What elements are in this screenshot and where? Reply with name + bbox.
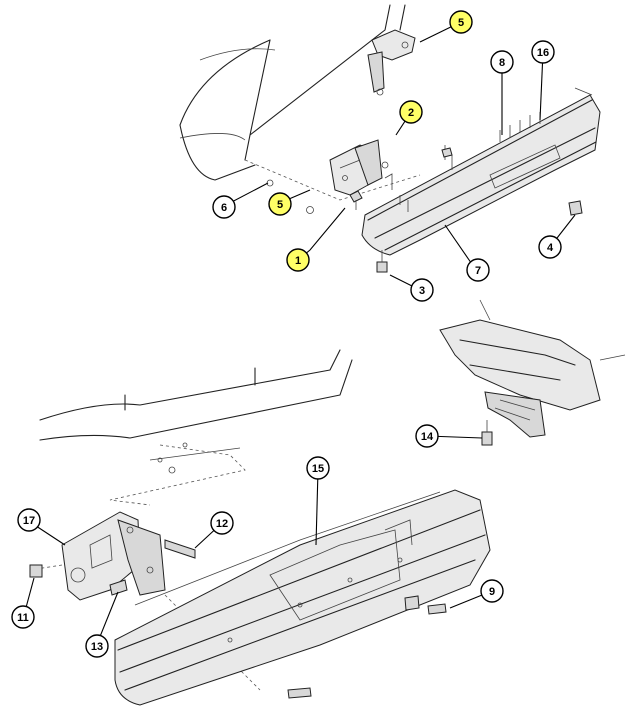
callout-15: 15 <box>306 456 330 480</box>
top-vehicle-body-outline <box>179 4 421 201</box>
bottom-vehicle-body-outline <box>39 349 353 506</box>
callout-11: 11 <box>11 605 35 629</box>
callout-label: 16 <box>537 47 549 59</box>
callout-circle <box>449 10 473 34</box>
top-side-bracket <box>266 139 389 214</box>
frame-rail-detail <box>439 299 626 446</box>
callout-3: 3 <box>410 278 434 302</box>
callout-circle <box>212 195 236 219</box>
callout-17: 17 <box>17 508 41 532</box>
callout-label: 4 <box>547 242 554 254</box>
bottom-left-bracket <box>29 511 261 691</box>
callout-label: 13 <box>91 641 103 653</box>
callout-label: 6 <box>221 202 227 214</box>
callout-label: 2 <box>408 107 414 119</box>
callout-label: 14 <box>421 431 434 443</box>
top-upper-bracket <box>367 29 416 96</box>
callout-label: 5 <box>277 199 283 211</box>
callout-label: 1 <box>295 255 301 267</box>
callout-circle <box>17 508 41 532</box>
callout-circle <box>286 248 310 272</box>
callout-5: 5 <box>449 10 473 34</box>
callout-label: 17 <box>23 515 35 527</box>
callout-circle <box>410 278 434 302</box>
callout-label: 8 <box>499 57 505 69</box>
callout-16: 16 <box>531 40 555 64</box>
callout-label: 5 <box>458 17 464 29</box>
callout-4: 4 <box>538 235 562 259</box>
callout-circle <box>480 579 504 603</box>
callout-1: 1 <box>286 248 310 272</box>
callout-8: 8 <box>490 50 514 74</box>
callout-circle <box>399 100 423 124</box>
callout-label: 9 <box>489 586 495 598</box>
callout-12: 12 <box>210 511 234 535</box>
callout-label: 12 <box>216 518 228 530</box>
callout-6: 6 <box>212 195 236 219</box>
callout-circle <box>268 192 292 216</box>
callout-circle <box>210 511 234 535</box>
callout-7: 7 <box>466 258 490 282</box>
callout-circle <box>490 50 514 74</box>
callout-circle <box>85 634 109 658</box>
top-hardware <box>349 147 583 273</box>
callout-5: 5 <box>268 192 292 216</box>
top-bumper-beam <box>361 87 601 256</box>
callout-9: 9 <box>480 579 504 603</box>
callout-circle <box>11 605 35 629</box>
callout-circle <box>306 456 330 480</box>
callout-circle <box>531 40 555 64</box>
callout-2: 2 <box>399 100 423 124</box>
callout-circle <box>538 235 562 259</box>
callout-circle <box>415 424 439 448</box>
bottom-bumper-beam <box>114 489 491 706</box>
callout-label: 11 <box>17 612 29 624</box>
callout-label: 7 <box>475 265 481 277</box>
callout-label: 3 <box>419 285 425 297</box>
callout-label: 15 <box>312 463 324 475</box>
callout-circle <box>466 258 490 282</box>
callout-14: 14 <box>415 424 439 448</box>
callout-13: 13 <box>85 634 109 658</box>
